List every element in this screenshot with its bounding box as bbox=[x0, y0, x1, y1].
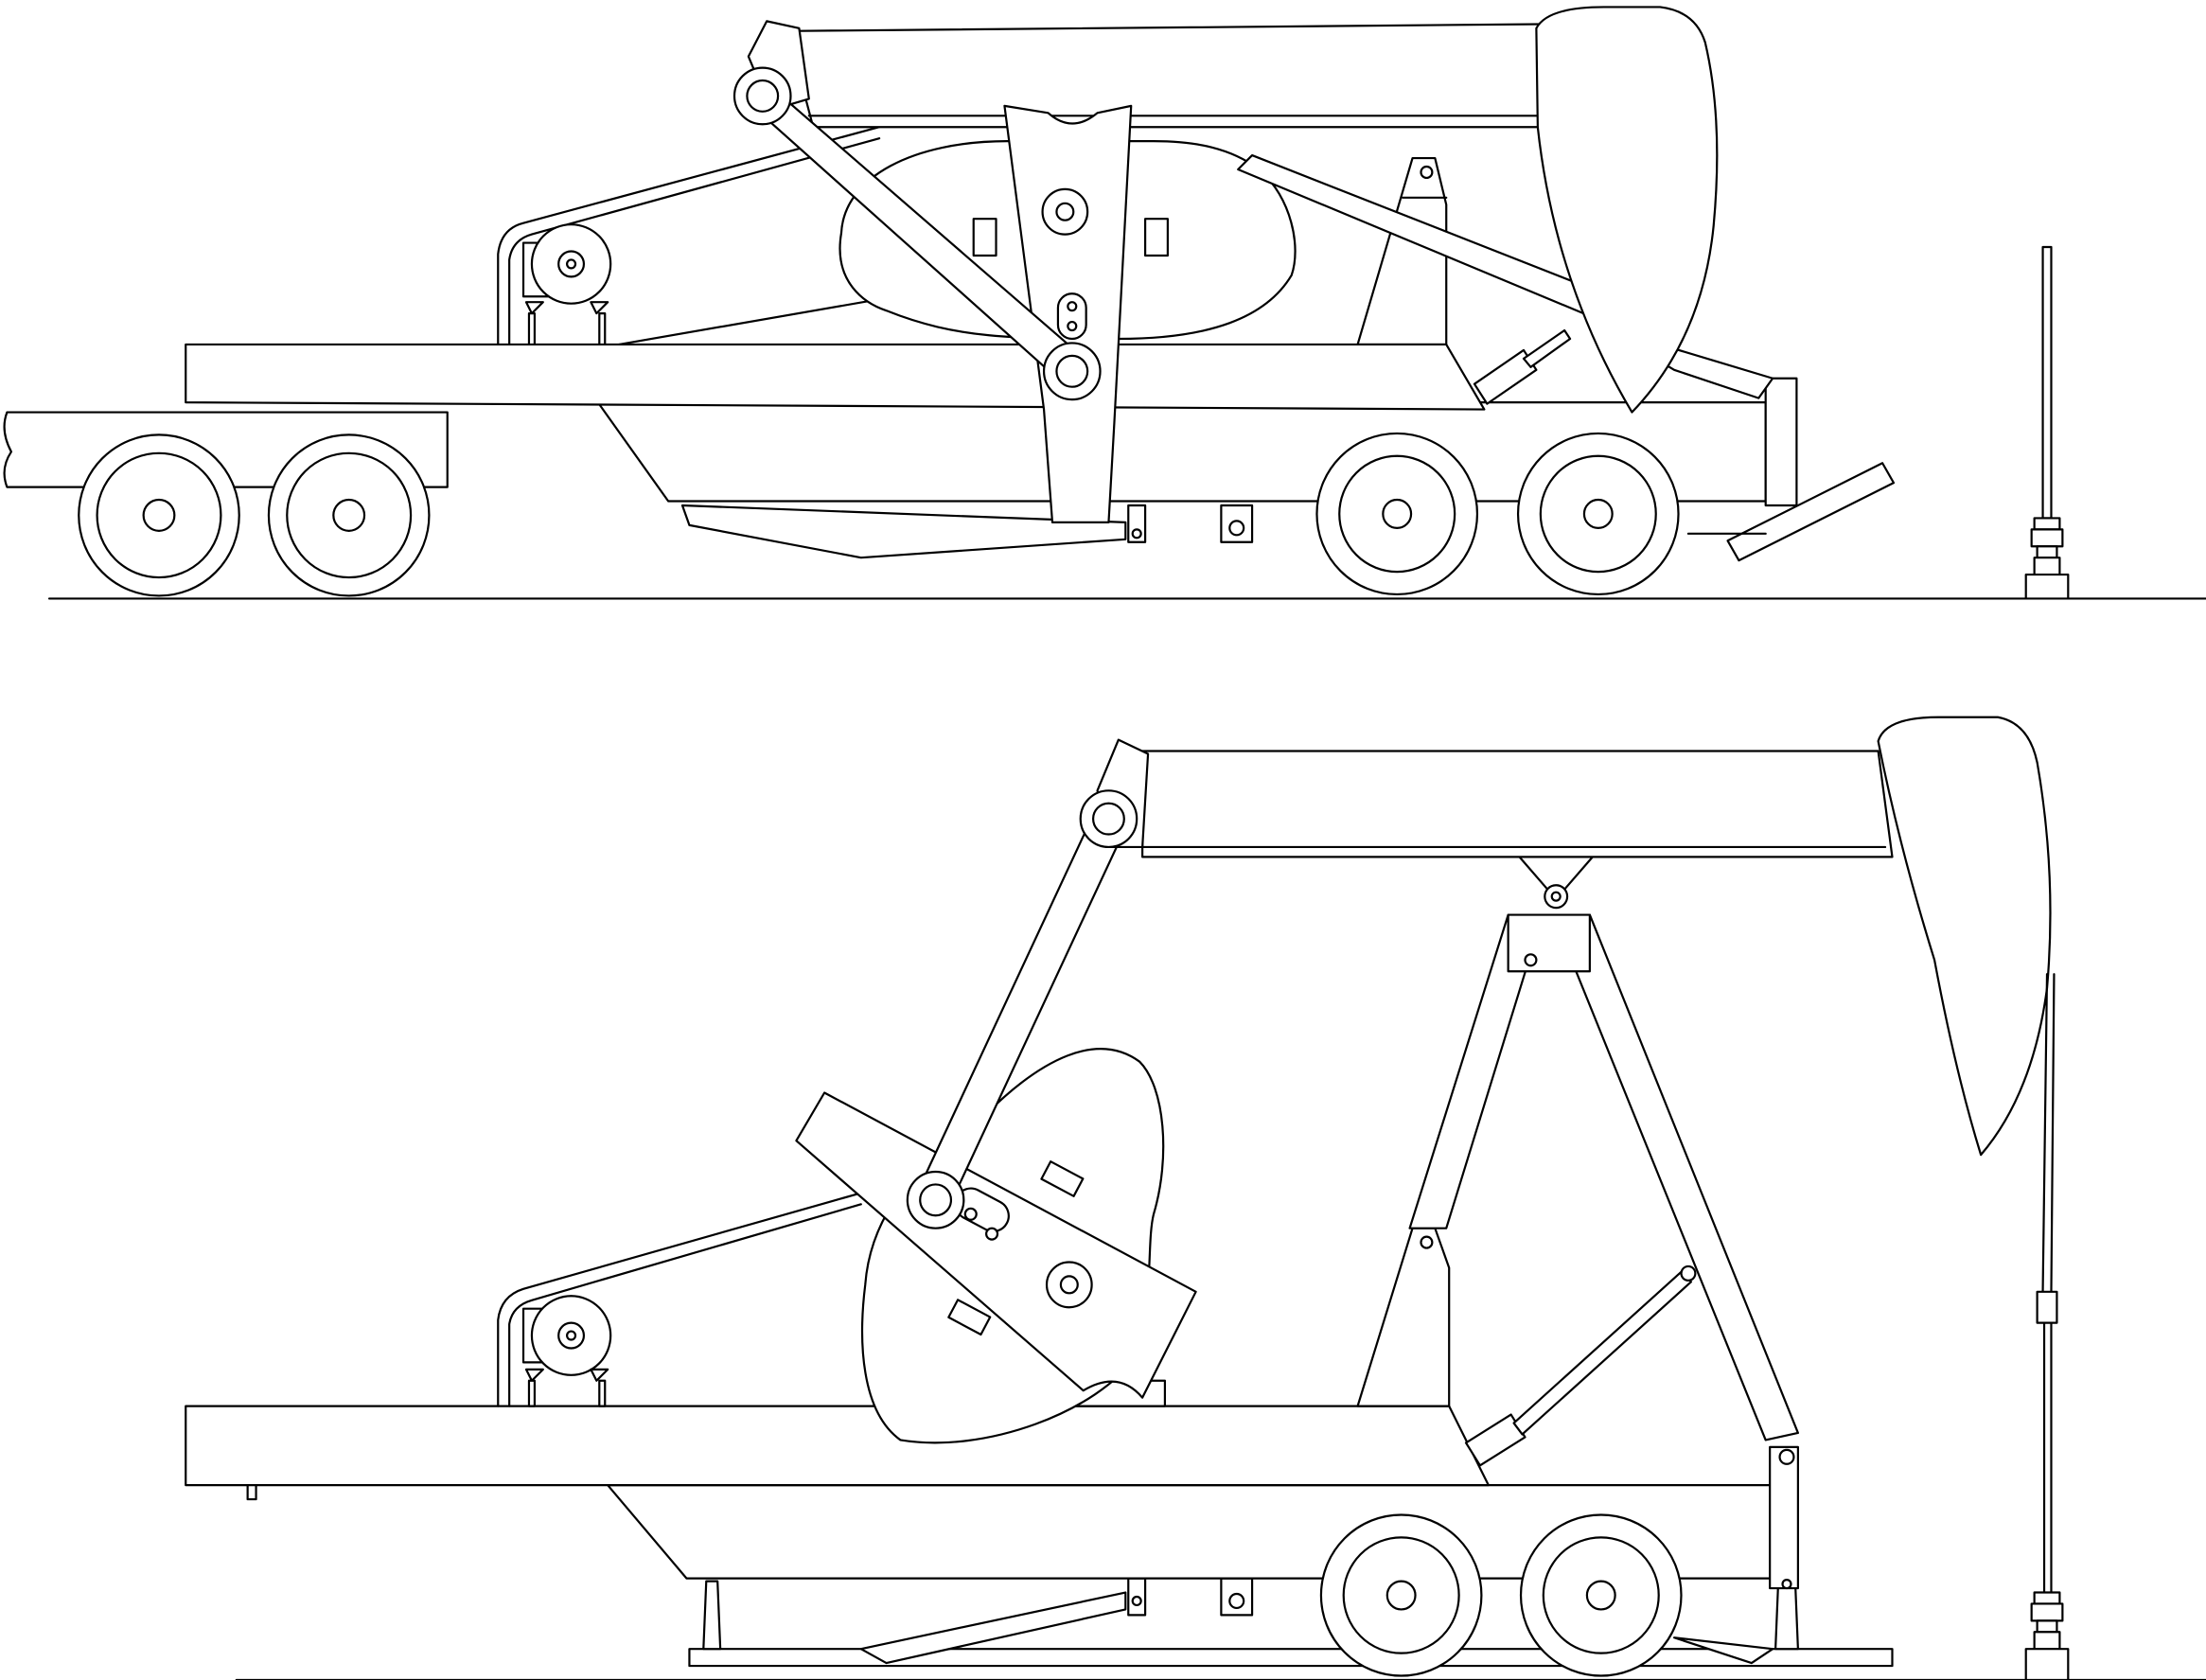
trailer-wheel bbox=[1521, 1514, 1681, 1675]
deployed-view bbox=[185, 717, 2206, 1680]
trailer-wheel bbox=[1518, 433, 1678, 594]
prime-motor bbox=[523, 224, 610, 345]
crank-arm bbox=[796, 1092, 1195, 1397]
motor-guard bbox=[498, 127, 879, 345]
hydraulic-cylinder bbox=[1474, 350, 1536, 404]
samson-post-front-leg bbox=[1358, 1229, 1450, 1406]
horse-head bbox=[1879, 717, 2051, 1155]
wellhead bbox=[2026, 247, 2069, 598]
trailer-wheel bbox=[269, 434, 429, 595]
trailer-wheel bbox=[79, 434, 238, 595]
rear-post bbox=[1770, 1447, 1798, 1588]
wellhead bbox=[2026, 1593, 2069, 1680]
horse-head bbox=[1536, 7, 1717, 412]
skid-base bbox=[185, 345, 1484, 410]
rear-post bbox=[1766, 379, 1797, 505]
motor-guard bbox=[498, 1193, 861, 1406]
outrigger-leg bbox=[703, 1582, 720, 1650]
saddle-bearing bbox=[1520, 857, 1593, 908]
skid-base bbox=[185, 1406, 1489, 1486]
walking-beam bbox=[1142, 752, 1892, 858]
trailer-wheel bbox=[1321, 1514, 1481, 1675]
outrigger-leg bbox=[1775, 1582, 1798, 1650]
walking-beam bbox=[788, 24, 1577, 127]
trailer-wheel bbox=[1316, 433, 1476, 594]
bridle-cable bbox=[2043, 974, 2047, 1292]
outrigger-leg bbox=[1728, 463, 1894, 560]
hydraulic-cylinder bbox=[1466, 1415, 1525, 1466]
prime-motor bbox=[523, 1296, 610, 1406]
transport-view bbox=[5, 7, 2206, 598]
